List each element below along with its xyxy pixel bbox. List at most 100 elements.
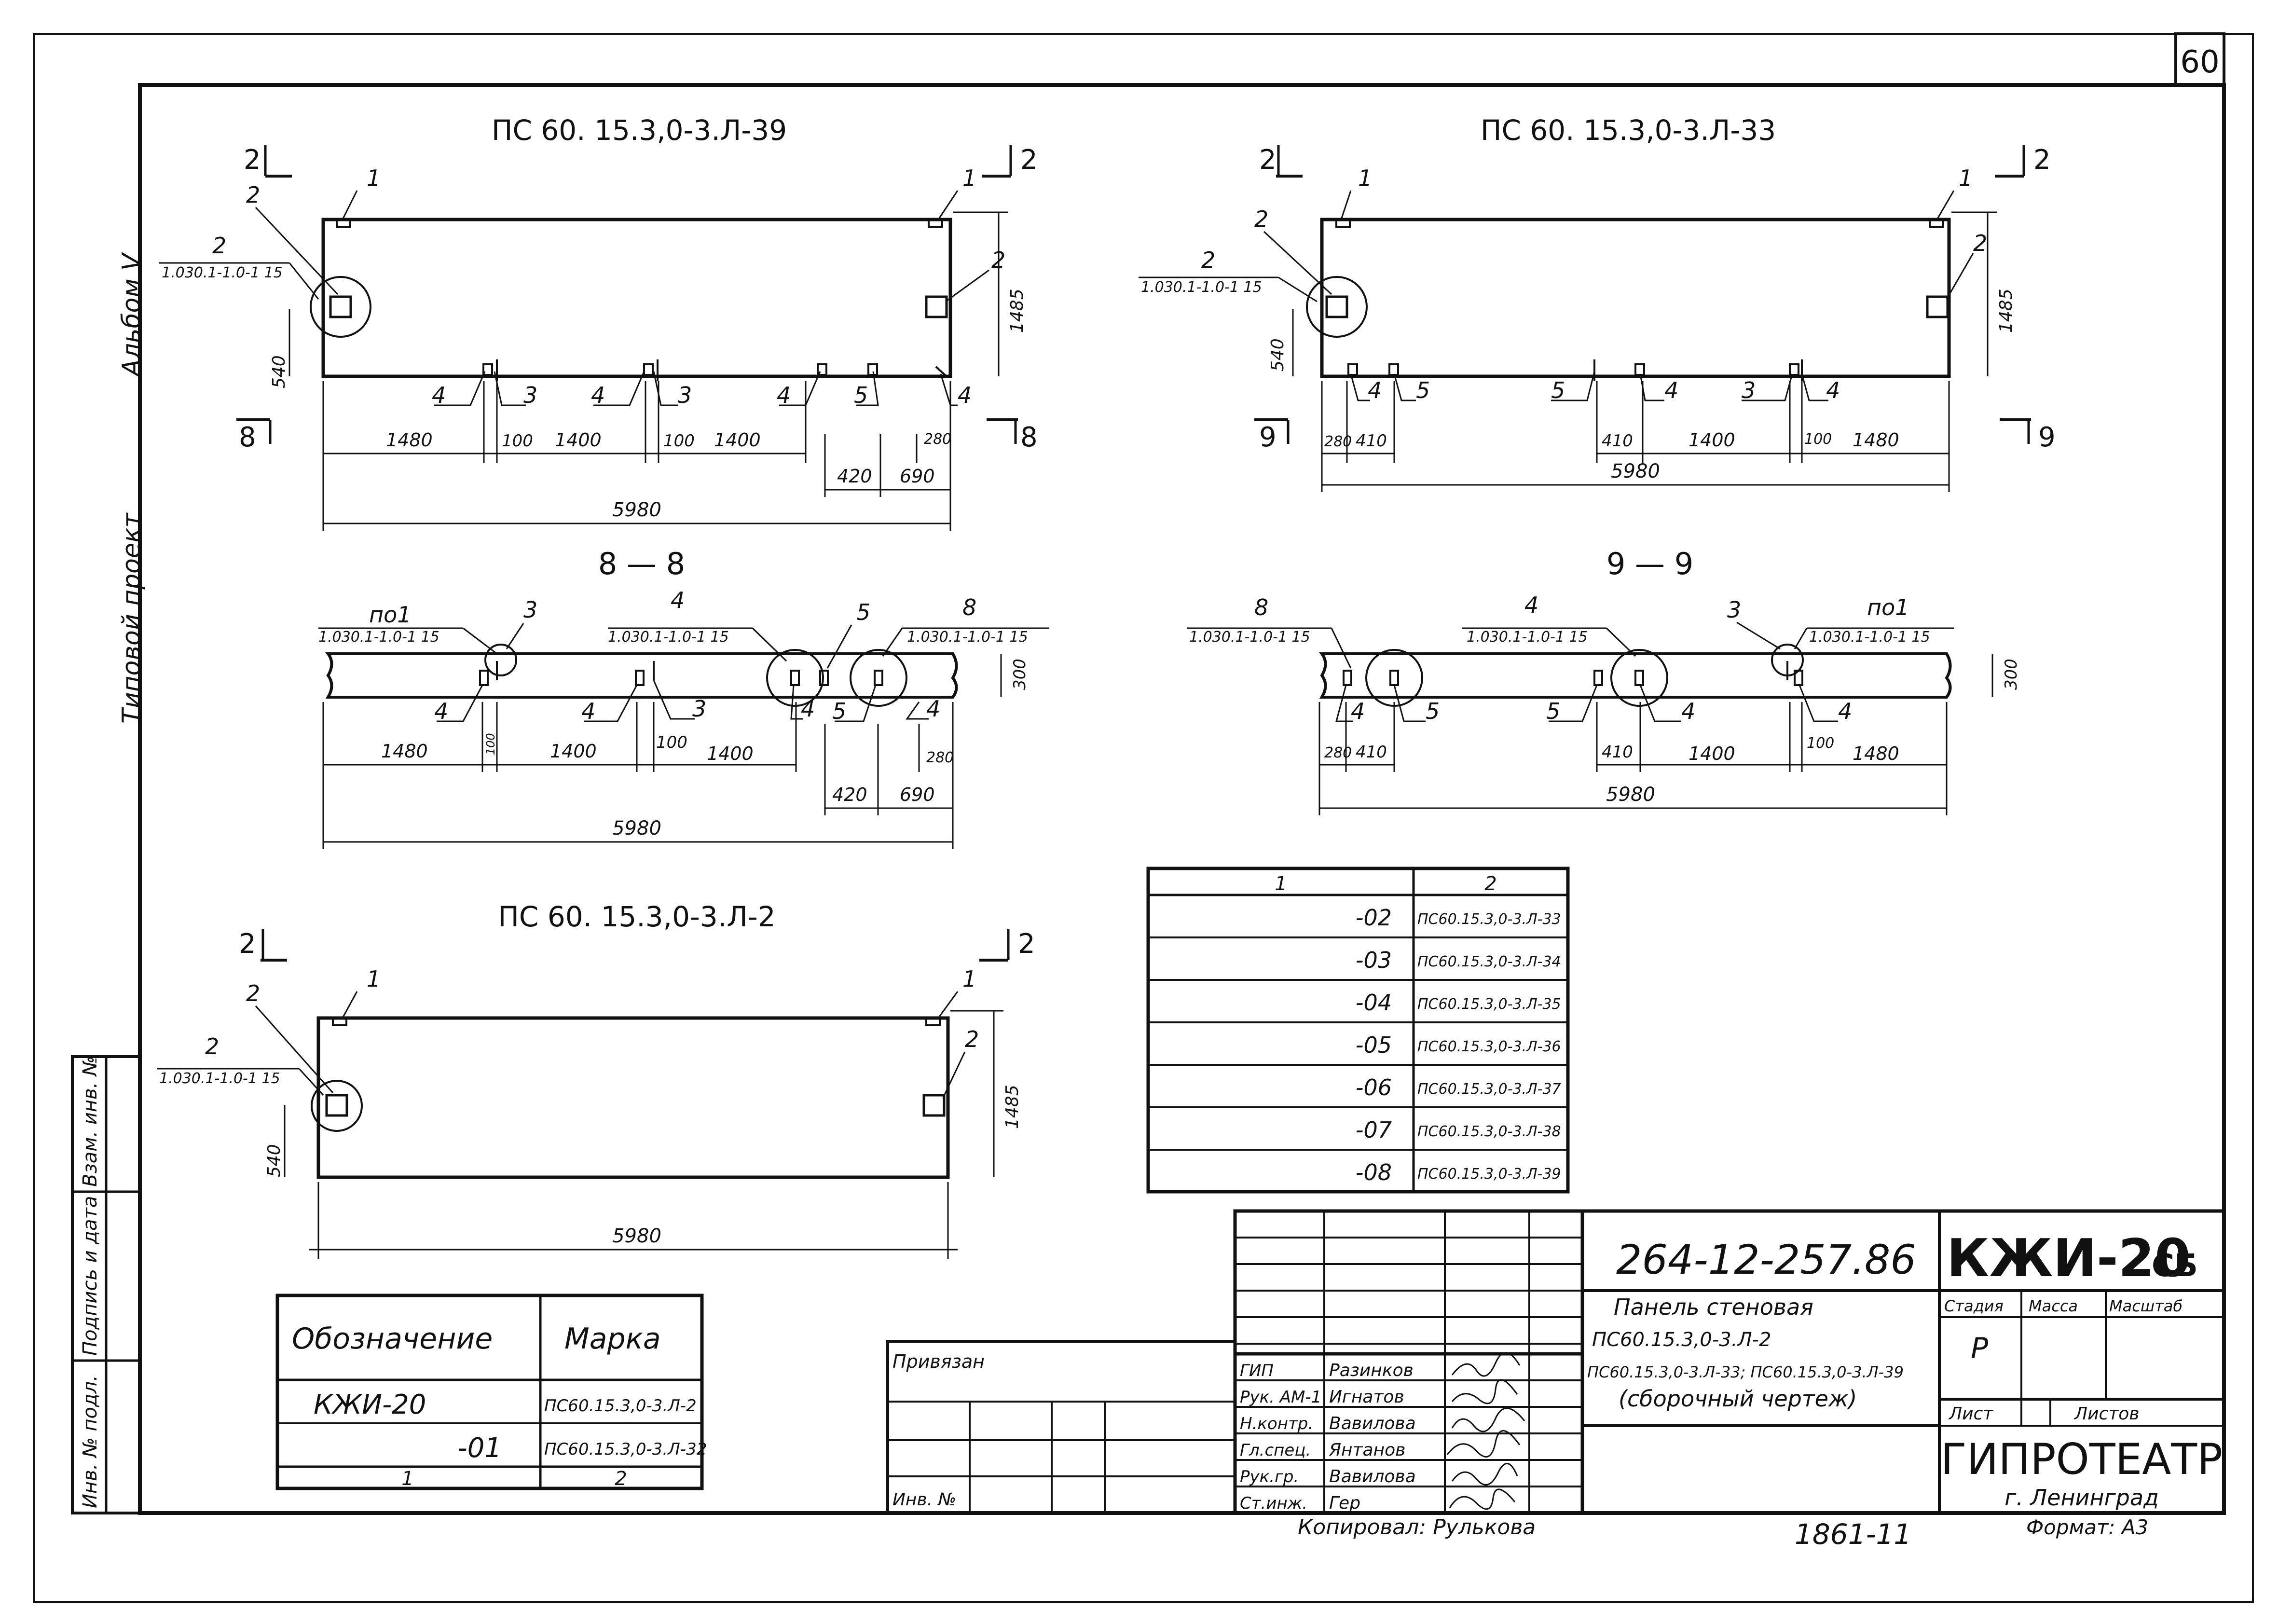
tb-sheets-label: Листов — [2073, 1404, 2139, 1424]
v2-detail-circle — [311, 1080, 363, 1132]
v39-dim-offset: 540 — [269, 355, 289, 388]
title-block: Привязан Инв. № ГИП Рук. АМ-1 Н.контр. Г… — [886, 1209, 2226, 1515]
side-album: Альбом V — [117, 252, 146, 378]
tb-name-line-3: ПС60.15.3,0-3.Л-33; ПС60.15.3,0-3.Л-39 — [1587, 1363, 1904, 1381]
v39-callout-11: 5 — [854, 382, 868, 408]
variants-row-3-code: -04 — [1356, 990, 1392, 1016]
v33-detail-circle — [1306, 276, 1368, 338]
mark-row-2-code: -01 — [458, 1432, 502, 1464]
v2-title: ПС 60. 15.3,0-3.Л-2 — [498, 900, 775, 933]
s8-note-5: 8 — [962, 594, 976, 620]
v33-dim-d5: 100 — [1804, 431, 1832, 448]
s9-note-3: 4 — [1524, 592, 1538, 618]
s9-note-4: 1.030.1-1.0-1 15 — [1467, 629, 1588, 646]
tb-mark: КЖИ-20 — [1947, 1228, 2191, 1289]
v2-callout-3: 2 — [246, 980, 260, 1006]
v2-plate-right — [922, 1094, 946, 1117]
v2-dim-total: 5980 — [612, 1225, 661, 1247]
tb-role-2: Рук. АМ-1 — [1240, 1388, 1321, 1407]
mark-row-1-mark: ПС60.15.3,0-3.Л-2 — [544, 1396, 697, 1416]
tb-name-2: Игнатов — [1329, 1387, 1404, 1407]
v39-dim-d1: 1480 — [386, 429, 433, 451]
tb-stage-label: Стадия — [1944, 1297, 2004, 1315]
s8-dim-d2: 100 — [484, 733, 497, 755]
v33-callout-8: 5 — [1551, 377, 1565, 403]
v39-dim-d4: 100 — [663, 431, 695, 451]
view-v39: ПС 60. 15.3,0-3.Л-39 2 2 8 8 1.030.1-1.0… — [159, 114, 1038, 531]
s8-dim-d8: 690 — [900, 784, 935, 805]
s8-callout-6: 4 — [801, 696, 815, 722]
variants-row-5-code: -06 — [1356, 1074, 1392, 1101]
v39-dim-d3: 1400 — [555, 429, 602, 451]
v33-callout-5: 2 — [1973, 230, 1987, 256]
variants-row-2-mark: ПС60.15.3,0-3.Л-34 — [1417, 953, 1561, 970]
s8-callout-2: 5 — [856, 599, 870, 625]
v33-panel — [1320, 218, 1951, 378]
tb-doc-code: 264-12-257.86 — [1616, 1236, 1916, 1283]
v2-dim-offset: 540 — [264, 1144, 284, 1177]
v2-plate-left — [325, 1094, 348, 1117]
tb-city: г. Ленинград — [2004, 1485, 2159, 1511]
side-stamp: Альбом V Типовой проект Взам. инв. № Под… — [71, 252, 146, 1514]
s8-dim-d3: 1400 — [550, 741, 597, 762]
v39-cut-br: 8 — [1020, 422, 1038, 453]
tb-mass-label: Масса — [2029, 1297, 2078, 1315]
s9-dim-d2: 410 — [1356, 743, 1387, 762]
v39-cut-tl: 2 — [244, 144, 261, 176]
s8-callout-3: 4 — [434, 698, 448, 724]
s9-callout-2: 4 — [1351, 698, 1365, 724]
tb-stage-value: Р — [1971, 1332, 1989, 1365]
tb-name-3: Вавилова — [1329, 1414, 1416, 1433]
s9-note-6: 1.030.1-1.0-1 15 — [1809, 629, 1930, 646]
v33-cut-br: 9 — [2038, 422, 2056, 453]
side-cell-2: Подпись и дата — [79, 1196, 101, 1356]
v39-callout-2: 1 — [962, 165, 976, 191]
mark-header-1: Обозначение — [292, 1322, 493, 1356]
s9-dim-total: 5980 — [1606, 784, 1655, 806]
variants-row-7-mark: ПС60.15.3,0-3.Л-39 — [1417, 1166, 1561, 1183]
mark-footer-2: 2 — [615, 1468, 627, 1490]
mark-footer-1: 1 — [401, 1468, 413, 1490]
v39-dim-d6: 280 — [924, 431, 951, 448]
page-number-box — [2174, 32, 2225, 86]
page-number: 60 — [2180, 44, 2219, 80]
v39-dim-total: 5980 — [612, 499, 661, 521]
tb-role-1: ГИП — [1240, 1361, 1274, 1380]
s8-dim-thickness: 300 — [1010, 659, 1030, 690]
s9-callout-6: 4 — [1838, 698, 1852, 724]
v39-callout-10: 4 — [777, 382, 791, 408]
side-cell-3: Инв. № подл. — [79, 1375, 101, 1508]
s8-note-1: по1 — [369, 602, 412, 628]
v33-dim-height: 1485 — [1996, 289, 2016, 333]
v2-cut-tl: 2 — [239, 928, 256, 960]
v2-panel — [316, 1016, 950, 1179]
tb-name-5: Вавилова — [1329, 1467, 1416, 1486]
mark-row-1-code: КЖИ-20 — [314, 1389, 426, 1420]
tb-sheet-label: Лист — [1948, 1404, 1993, 1424]
section-s8: 8 — 8 по1 1.030.1-1.0-1 15 4 1.030.1-1.0… — [318, 546, 1049, 849]
s9-slab — [1319, 652, 1952, 699]
s8-dim-total: 5980 — [612, 817, 661, 840]
v2-note-ref: 1.030.1-1.0-1 15 — [159, 1070, 280, 1087]
v39-note-ref: 1.030.1-1.0-1 15 — [162, 264, 283, 281]
s8-dim-d1: 1480 — [381, 741, 428, 762]
outer-border — [33, 33, 2254, 1603]
s9-callout-1: 3 — [1727, 597, 1741, 623]
v33-callout-4: 2 — [1201, 247, 1215, 273]
mark-row-2-mark: ПС60.15.3,0-3.Л-32 — [544, 1440, 707, 1459]
s8-note-3: 4 — [671, 587, 685, 613]
tb-scale-label: Масштаб — [2109, 1297, 2183, 1315]
v39-dim-height: 1485 — [1007, 289, 1027, 333]
v33-callout-1: 1 — [1358, 165, 1372, 191]
v33-callout-6: 4 — [1368, 377, 1382, 403]
v39-title: ПС 60. 15.3,0-3.Л-39 — [492, 114, 787, 147]
s9-callout-5: 4 — [1681, 698, 1695, 724]
v33-callout-10: 3 — [1742, 377, 1756, 403]
s8-note-2: 1.030.1-1.0-1 15 — [318, 629, 439, 646]
s9-callout-3: 5 — [1426, 698, 1440, 724]
tb-format: Формат: А3 — [2026, 1515, 2148, 1539]
s8-callout-8: 4 — [926, 696, 940, 722]
s9-dim-d4: 1400 — [1689, 743, 1735, 764]
s9-title: 9 — 9 — [1606, 546, 1693, 581]
v39-callout-3: 2 — [246, 182, 260, 208]
